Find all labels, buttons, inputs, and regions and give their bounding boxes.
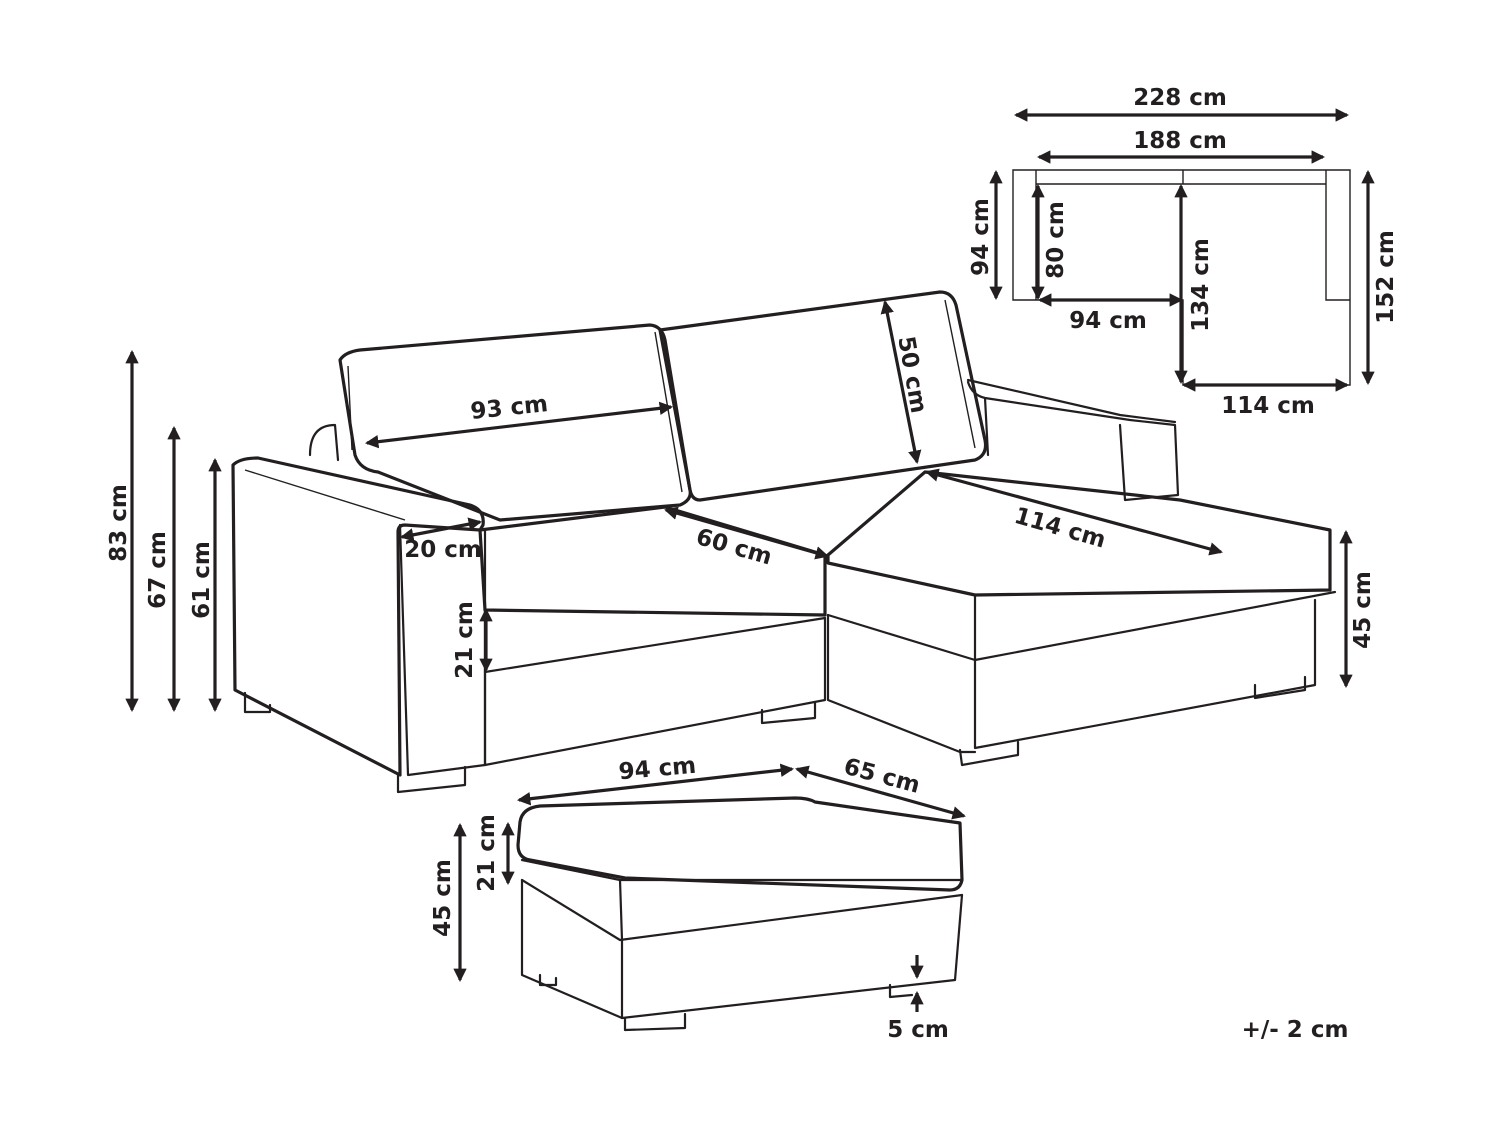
plan-depth-label: 94 cm: [968, 198, 994, 276]
back-cushion-right-seam: [944, 299, 976, 449]
chaise-height-label: 45 cm: [1350, 571, 1376, 649]
plan-chaise-inner-label: 134 cm: [1188, 238, 1214, 332]
tolerance-note: +/- 2 cm: [1242, 1017, 1349, 1043]
ottoman-leg-front: [623, 1012, 687, 1032]
leg-back-left: [243, 691, 272, 714]
leg-chaise-front: [958, 740, 1020, 767]
sofa-drawing: [231, 290, 1337, 794]
ottoman-leg-back: [538, 973, 558, 987]
chaise-seat-arrow: [925, 468, 1223, 556]
ottoman-corner: [618, 878, 624, 942]
ottoman-height-label: 45 cm: [430, 859, 456, 937]
chaise-base-right: [973, 598, 1317, 750]
ottoman-leg-label: 5 cm: [887, 1017, 949, 1043]
ottoman-drawing: [516, 796, 964, 1032]
plan-chaise-width-label: 114 cm: [1221, 393, 1315, 419]
plan-chaise-total-label: 152 cm: [1373, 230, 1399, 324]
total-height-label: 83 cm: [106, 484, 132, 562]
ottoman-cushion-top: [516, 796, 964, 892]
armrest-width-label: 20 cm: [404, 537, 482, 563]
back-cushion-left-seam: [347, 365, 353, 451]
ottoman-piping-lower: [520, 878, 964, 942]
ottoman-leg-right: [888, 983, 914, 999]
backrest-width-label: 93 cm: [469, 391, 549, 425]
chaise-piping: [826, 590, 1337, 662]
plan-right-arm: [1325, 170, 1350, 301]
back-frame-right: [966, 378, 1177, 424]
seat-cushion: [478, 505, 827, 617]
back-cushion-right: [658, 290, 988, 502]
left-armrest-seam: [244, 469, 406, 521]
arm-height-label: 61 cm: [189, 541, 215, 619]
plan-seat-width-label: 94 cm: [1069, 308, 1147, 334]
back-frame-left: [308, 423, 340, 462]
chaise-base-left: [826, 613, 977, 754]
cushion-height-label: 21 cm: [452, 601, 478, 679]
chaise-seat-label: 114 cm: [1011, 503, 1108, 554]
seat-front-lower: [483, 608, 827, 674]
left-armrest: [231, 456, 485, 777]
chaise-arm: [966, 380, 1180, 502]
leg-chaise-back: [1253, 675, 1307, 700]
ottoman-cushion-label: 21 cm: [474, 814, 500, 892]
leg-front-left: [396, 765, 467, 794]
plan-inner-width-label: 188 cm: [1133, 128, 1227, 154]
sofa-dimensions: 83 cm 67 cm 61 cm 93 cm 50 cm 60 cm 114 …: [106, 300, 1376, 713]
plan-seat-depth-label: 80 cm: [1043, 201, 1069, 279]
chaise-arm-edge: [983, 396, 990, 457]
back-height-label: 67 cm: [145, 531, 171, 609]
ottoman-depth-arrow: [795, 765, 966, 820]
ottoman-width-arrow: [516, 763, 795, 806]
armrest-width-arrow: [400, 517, 482, 542]
back-cushion-left: [338, 323, 692, 522]
backrest-width-arrow: [364, 401, 674, 449]
backrest-height-arrow: [880, 300, 922, 464]
seat-depth-arrow: [664, 506, 829, 560]
plan-view: 228 cm 188 cm 94 cm 80 cm 94 cm 134 cm 1…: [968, 85, 1399, 419]
seat-base: [483, 616, 827, 767]
plan-total-width-label: 228 cm: [1133, 85, 1227, 111]
ottoman-dimensions: 94 cm 65 cm 21 cm 45 cm 5 cm: [430, 753, 966, 1043]
leg-middle: [760, 700, 817, 725]
